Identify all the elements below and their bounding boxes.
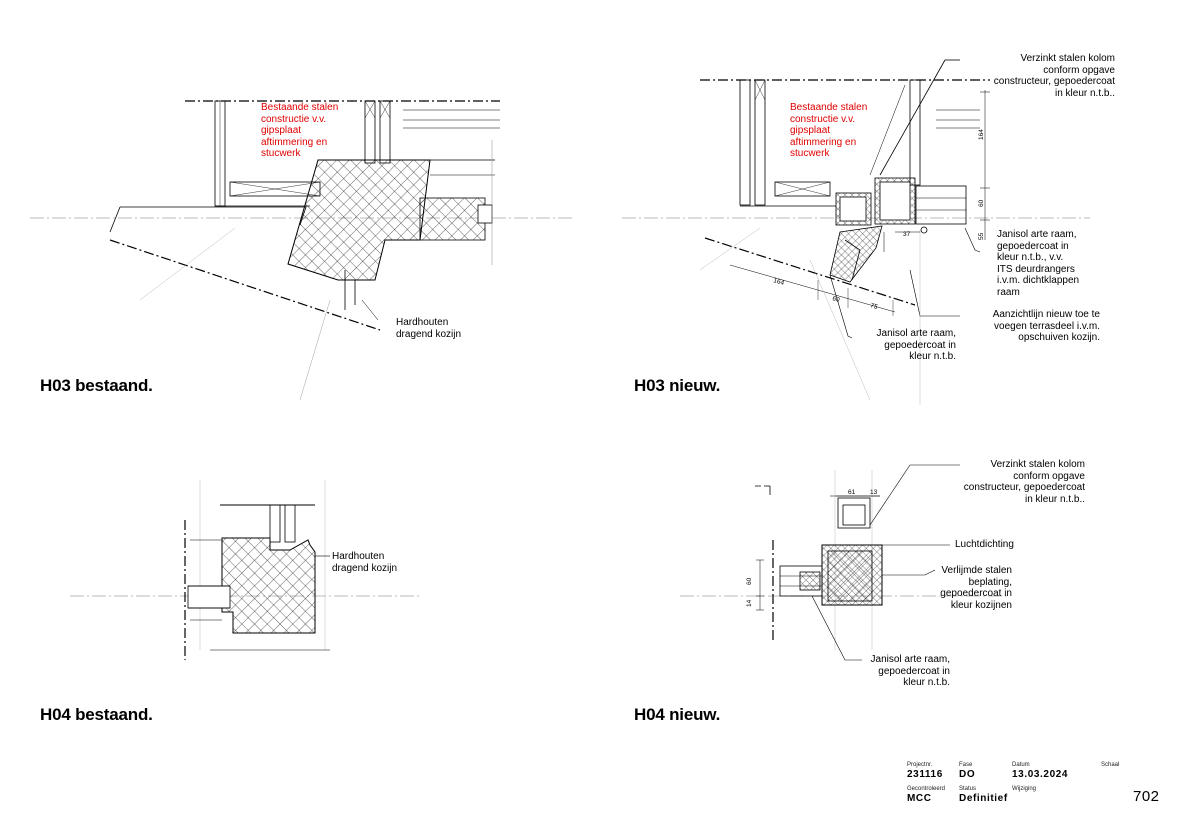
revision-label: Wijziging bbox=[1012, 786, 1037, 792]
h03-new-view-label: Aanzichtlijn nieuw toe te voegen terrasd… bbox=[992, 309, 1100, 343]
h04-dim-61: 61 bbox=[848, 489, 856, 496]
page-number: 702 bbox=[1133, 788, 1160, 805]
h04-existing-frame-label: Hardhouten dragend kozijn bbox=[332, 551, 398, 574]
h03-new-column-label: Verzinkt stalen kolom conform opgave con… bbox=[993, 53, 1115, 99]
h04-existing-drawing bbox=[70, 480, 420, 660]
h04-new-column-label: Verzinkt stalen kolom conform opgave con… bbox=[963, 459, 1085, 505]
h03-dim-37: 37 bbox=[903, 231, 911, 238]
h03-existing-title: H03 bestaand. bbox=[40, 376, 153, 395]
checked-label: Gecontroleerd bbox=[907, 786, 946, 792]
h03-new-red-note: Bestaande stalen constructie v.v. gipspl… bbox=[790, 102, 868, 159]
h04-existing-title: H04 bestaand. bbox=[40, 705, 153, 724]
status-label: Status bbox=[959, 786, 977, 792]
h03-existing-drawing bbox=[30, 100, 575, 401]
date-label: Datum bbox=[1012, 762, 1030, 768]
h03-dim-75: 75 bbox=[869, 302, 878, 311]
scale-label: Schaal bbox=[1101, 762, 1120, 768]
project-number-value: 231116 bbox=[907, 769, 943, 780]
h03-existing-red-note: Bestaande stalen constructie v.v. gipspl… bbox=[261, 102, 339, 159]
h03-dim-55: 55 bbox=[978, 232, 985, 240]
phase-label: Fase bbox=[959, 762, 973, 768]
h04-new-title: H04 nieuw. bbox=[634, 705, 721, 724]
phase-value: DO bbox=[959, 769, 976, 780]
status-value: Definitief bbox=[959, 793, 1008, 804]
h03-dim-60-slope: 60 bbox=[831, 295, 840, 304]
h04-new-seal-label: Luchtdichting bbox=[955, 539, 1014, 550]
h04-new-plating-label: Verlijmde stalen beplating, gepoedercoat… bbox=[940, 565, 1012, 611]
project-number-label: Projectnr. bbox=[907, 762, 933, 768]
h04-dim-13: 13 bbox=[870, 489, 878, 496]
h03-new-window-label: Janisol arte raam, gepoedercoat in kleur… bbox=[997, 229, 1080, 298]
checked-value: MCC bbox=[907, 793, 932, 804]
date-value: 13.03.2024 bbox=[1012, 769, 1069, 780]
h03-existing-frame-label: Hardhouten dragend kozijn bbox=[396, 317, 462, 340]
h04-new-drawing: 61 13 60 14 bbox=[680, 464, 1010, 661]
h03-new-drawing: 164 60 55 37 164 60 75 bbox=[622, 59, 1090, 405]
h03-new-window2-label: Janisol arte raam, gepoedercoat in kleur… bbox=[876, 328, 956, 362]
h03-new-title: H03 nieuw. bbox=[634, 376, 721, 395]
h03-dim-164-slope: 164 bbox=[772, 277, 785, 287]
h03-dim-60-vertical: 60 bbox=[978, 199, 985, 207]
h03-dim-164-vertical: 164 bbox=[978, 129, 985, 140]
h04-dim-14: 14 bbox=[746, 599, 753, 607]
h04-dim-60: 60 bbox=[746, 577, 753, 585]
h04-new-window-label: Janisol arte raam, gepoedercoat in kleur… bbox=[870, 654, 950, 688]
